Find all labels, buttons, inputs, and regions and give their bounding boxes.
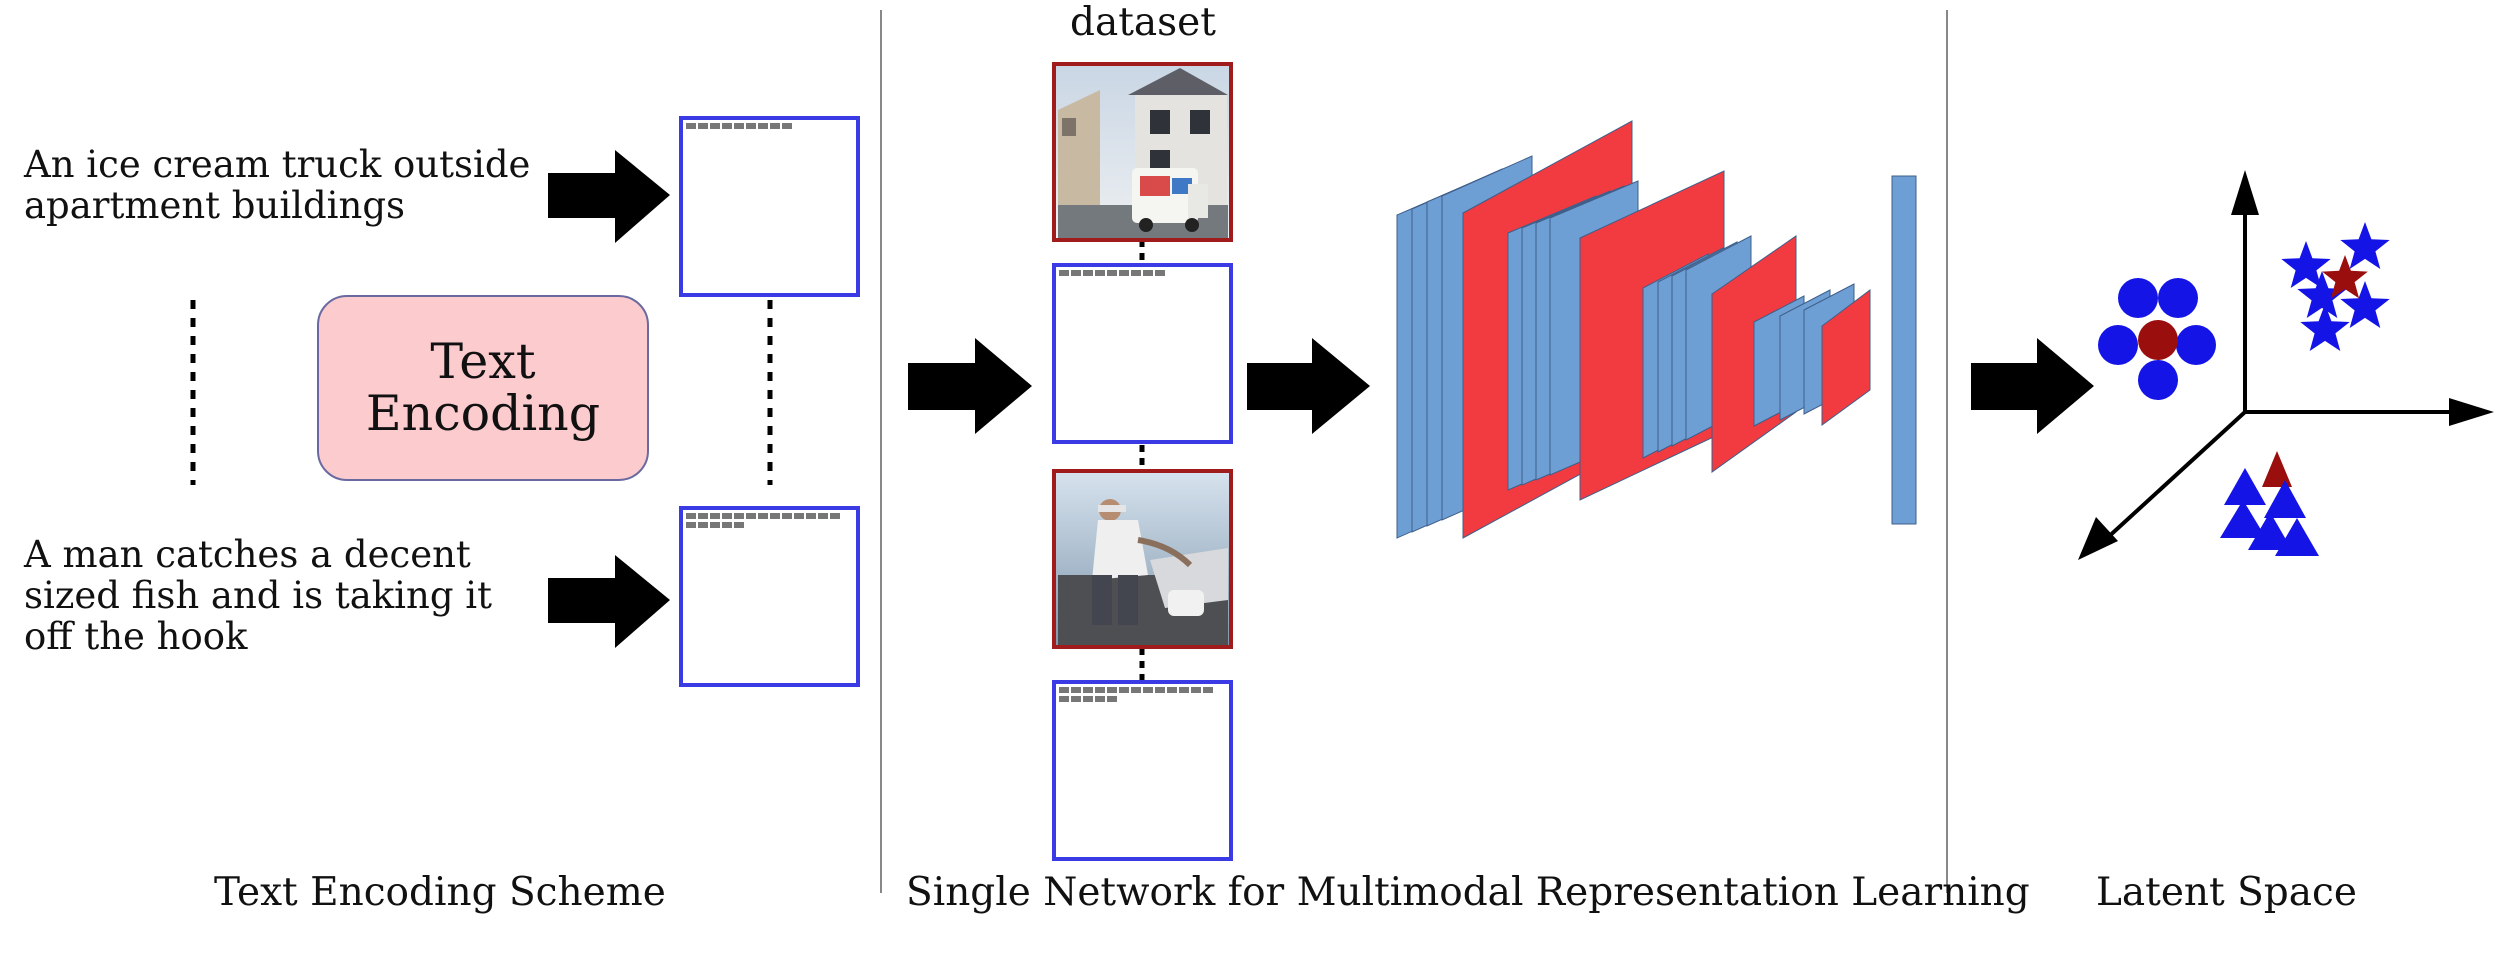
section-title-text-encoding: Text Encoding Scheme <box>214 870 666 915</box>
pool-layer-red <box>1821 289 1871 426</box>
dataset-encoded-grid-2 <box>1052 680 1233 861</box>
network-layers <box>1396 120 1917 539</box>
dataset-encoded-grid-1 <box>1052 263 1233 444</box>
encoded-text-grid-1 <box>679 116 860 297</box>
section-title-latent: Latent Space <box>2096 870 2357 915</box>
image-icon <box>1052 62 1233 242</box>
caption-sentence-2: A man catches a decent sized fish and is… <box>24 533 492 658</box>
fc-layer <box>1891 175 1917 525</box>
star-marker <box>2322 255 2368 299</box>
encoded-text-grid-2 <box>679 506 860 687</box>
triangle-cluster-icon <box>2220 451 2319 556</box>
arrow-right-icon <box>908 338 1032 434</box>
star-marker <box>2297 271 2347 318</box>
dataset-label: dataset <box>1070 0 1216 45</box>
section-title-network: Single Network for Multimodal Representa… <box>906 870 2030 915</box>
star-marker <box>2340 222 2390 269</box>
text-encoding-box: Text Encoding <box>317 295 649 481</box>
arrow-right-icon <box>1247 338 1370 434</box>
image-icon <box>1052 469 1233 649</box>
arrow-right-icon <box>548 150 670 243</box>
circle-cluster-icon <box>2098 278 2216 400</box>
star-marker <box>2281 241 2331 288</box>
axes-icon <box>2078 170 2494 560</box>
arrow-right-icon <box>1971 338 2094 434</box>
star-cluster-icon <box>2281 222 2390 351</box>
star-marker <box>2340 281 2390 328</box>
arrow-right-icon <box>548 555 670 648</box>
caption-sentence-1: An ice cream truck outside apartment bui… <box>24 143 531 227</box>
star-marker <box>2300 304 2350 351</box>
text-encoding-label: Text Encoding <box>365 333 601 442</box>
